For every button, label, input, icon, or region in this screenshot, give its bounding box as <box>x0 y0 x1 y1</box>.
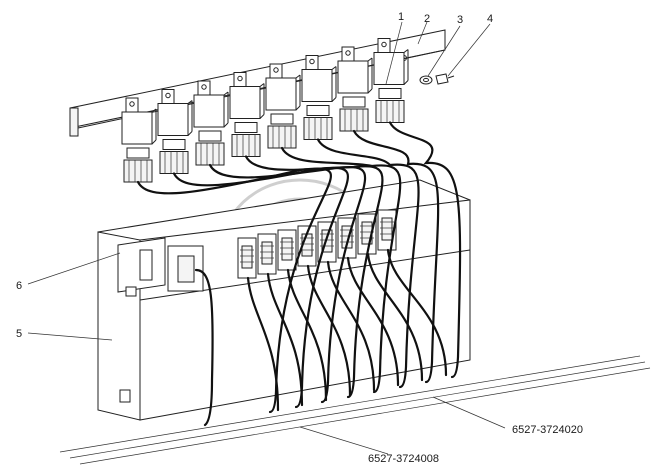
connector-block <box>277 229 297 271</box>
harness-wire <box>280 146 402 394</box>
relay-socket <box>195 130 225 166</box>
harness-wire <box>388 121 462 379</box>
floor-lines <box>59 355 651 465</box>
connector-wire <box>246 276 280 412</box>
harness-wire <box>352 129 440 384</box>
relay <box>229 72 265 119</box>
relay-socket <box>123 147 153 183</box>
screw <box>435 73 455 85</box>
connector-block <box>357 213 377 255</box>
connector-block <box>257 233 277 275</box>
relay-socket <box>339 96 369 132</box>
relay-group <box>121 38 409 145</box>
connector-wire <box>366 252 424 382</box>
callout-1: 1 <box>398 11 404 23</box>
terminal-wire <box>194 268 214 427</box>
wiring-harness <box>136 121 462 427</box>
harness-wire <box>316 138 420 389</box>
connector-block <box>297 225 317 267</box>
terminal-block <box>117 237 204 297</box>
relay <box>337 46 373 94</box>
relay-socket-group <box>123 88 405 183</box>
relay-socket <box>159 139 189 174</box>
washer <box>419 75 433 85</box>
relay <box>373 38 409 85</box>
relay <box>193 80 229 128</box>
connector-wire <box>286 268 328 402</box>
callout-3: 3 <box>457 14 463 26</box>
connector-wire <box>266 272 304 407</box>
relay-socket <box>303 105 333 140</box>
relay-socket <box>267 113 297 149</box>
harness-wire <box>136 167 332 414</box>
relay-socket <box>231 122 261 157</box>
relay <box>157 89 193 136</box>
relay-socket <box>375 88 405 123</box>
relay <box>301 55 337 102</box>
callout-6: 6 <box>16 280 22 292</box>
leader-lines <box>27 21 506 455</box>
connector-wire <box>306 264 352 397</box>
callout-2: 2 <box>424 13 430 25</box>
connector-wire <box>346 256 400 387</box>
connector-wire <box>326 260 376 392</box>
callout-4: 4 <box>487 13 493 25</box>
connector-block <box>237 237 257 279</box>
relay <box>121 97 157 145</box>
callout-5: 5 <box>16 328 22 340</box>
connector-wire <box>386 248 448 377</box>
harness-wire <box>208 163 367 404</box>
harness-wire <box>244 155 384 399</box>
mounting-panel <box>97 179 471 421</box>
part-number-harness-upper: 6527-3724020 <box>512 424 583 436</box>
relay <box>265 63 301 111</box>
part-number-harness-lower: 6527-3724008 <box>368 453 439 465</box>
